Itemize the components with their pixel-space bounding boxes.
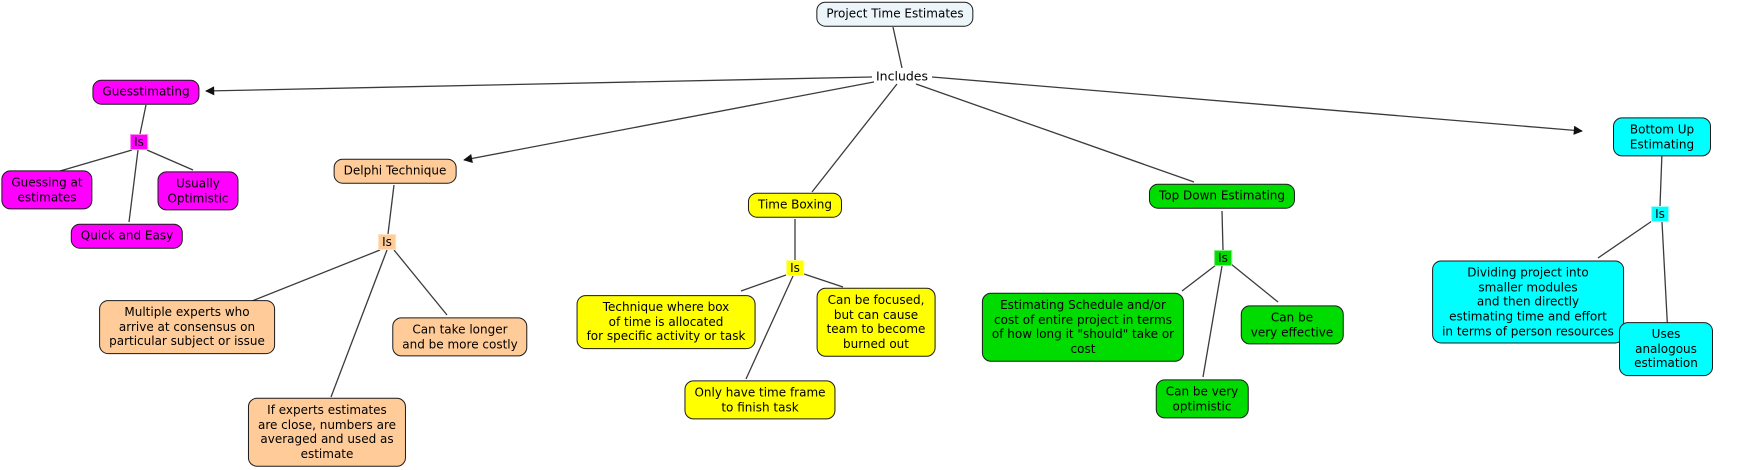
edge-delphi-is bbox=[387, 184, 395, 235]
edge-topdown-is bbox=[1221, 210, 1224, 251]
edge-is-can-be-focused bbox=[803, 273, 844, 288]
link-label-includes[interactable]: Includes bbox=[873, 68, 931, 84]
edge-is-only-have bbox=[745, 275, 794, 380]
edge-includes-delphi bbox=[463, 80, 880, 163]
link-label-is-delphi[interactable]: Is bbox=[378, 234, 396, 250]
edge-is-if-experts bbox=[330, 249, 388, 398]
edge-is-uses-analogous bbox=[1661, 221, 1669, 337]
node-delphi-technique[interactable]: Delphi Technique bbox=[333, 158, 457, 184]
edge-bottomup-is bbox=[1659, 151, 1663, 207]
edge-is-dividing-project bbox=[1597, 220, 1653, 259]
link-label-is-timeboxing[interactable]: Is bbox=[786, 260, 804, 276]
node-can-be-very-effective[interactable]: Can be very effective bbox=[1240, 305, 1344, 345]
node-if-experts-estimates[interactable]: If experts estimates are close, numbers … bbox=[247, 397, 407, 467]
node-project-time-estimates[interactable]: Project Time Estimates bbox=[816, 1, 974, 27]
node-uses-analogous-estimation[interactable]: Uses analogous estimation bbox=[1619, 322, 1713, 376]
node-bottom-up-estimating[interactable]: Bottom Up Estimating bbox=[1613, 117, 1711, 157]
link-label-is-topdown[interactable]: Is bbox=[1214, 250, 1232, 266]
edge-is-usually bbox=[146, 149, 194, 171]
edge-is-technique-box bbox=[740, 274, 787, 292]
node-usually-optimistic[interactable]: Usually Optimistic bbox=[157, 171, 239, 211]
node-top-down-estimating[interactable]: Top Down Estimating bbox=[1148, 183, 1296, 209]
node-multiple-experts[interactable]: Multiple experts who arrive at consensus… bbox=[99, 300, 275, 354]
node-guessing-at-estimates[interactable]: Guessing at estimates bbox=[1, 170, 93, 210]
node-only-have-time-frame[interactable]: Only have time frame to finish task bbox=[684, 380, 836, 420]
edge-is-estimating-schedule bbox=[1181, 264, 1217, 292]
node-estimating-schedule[interactable]: Estimating Schedule and/or cost of entir… bbox=[981, 292, 1185, 362]
edge-is-guessing bbox=[59, 149, 133, 172]
edge-root-includes bbox=[892, 26, 903, 69]
edge-guesstimating-is bbox=[139, 104, 147, 135]
node-can-be-very-optimistic[interactable]: Can be very optimistic bbox=[1155, 379, 1249, 419]
node-time-boxing[interactable]: Time Boxing bbox=[747, 192, 843, 218]
edge-is-very-optimistic bbox=[1202, 265, 1223, 378]
node-dividing-project[interactable]: Dividing project into smaller modules an… bbox=[1432, 260, 1624, 344]
edge-is-multiple-experts bbox=[251, 249, 381, 302]
edge-includes-timeboxing bbox=[811, 83, 898, 193]
link-label-is-bottomup[interactable]: Is bbox=[1651, 206, 1669, 222]
edge-is-can-take-longer bbox=[393, 249, 448, 316]
node-can-take-longer[interactable]: Can take longer and be more costly bbox=[392, 317, 528, 357]
edge-includes-bottomup bbox=[931, 76, 1583, 135]
edge-includes-guesstimating bbox=[205, 76, 873, 96]
link-label-is-guesstimating[interactable]: Is bbox=[130, 134, 148, 150]
node-can-be-focused[interactable]: Can be focused, but can cause team to be… bbox=[816, 287, 936, 357]
node-guesstimating[interactable]: Guesstimating bbox=[92, 79, 200, 105]
edge-includes-topdown bbox=[915, 83, 1195, 183]
edge-is-very-effective bbox=[1230, 263, 1279, 303]
node-technique-where-box[interactable]: Technique where box of time is allocated… bbox=[576, 295, 756, 349]
node-quick-and-easy[interactable]: Quick and Easy bbox=[70, 223, 184, 249]
edge-is-quick bbox=[128, 149, 139, 223]
